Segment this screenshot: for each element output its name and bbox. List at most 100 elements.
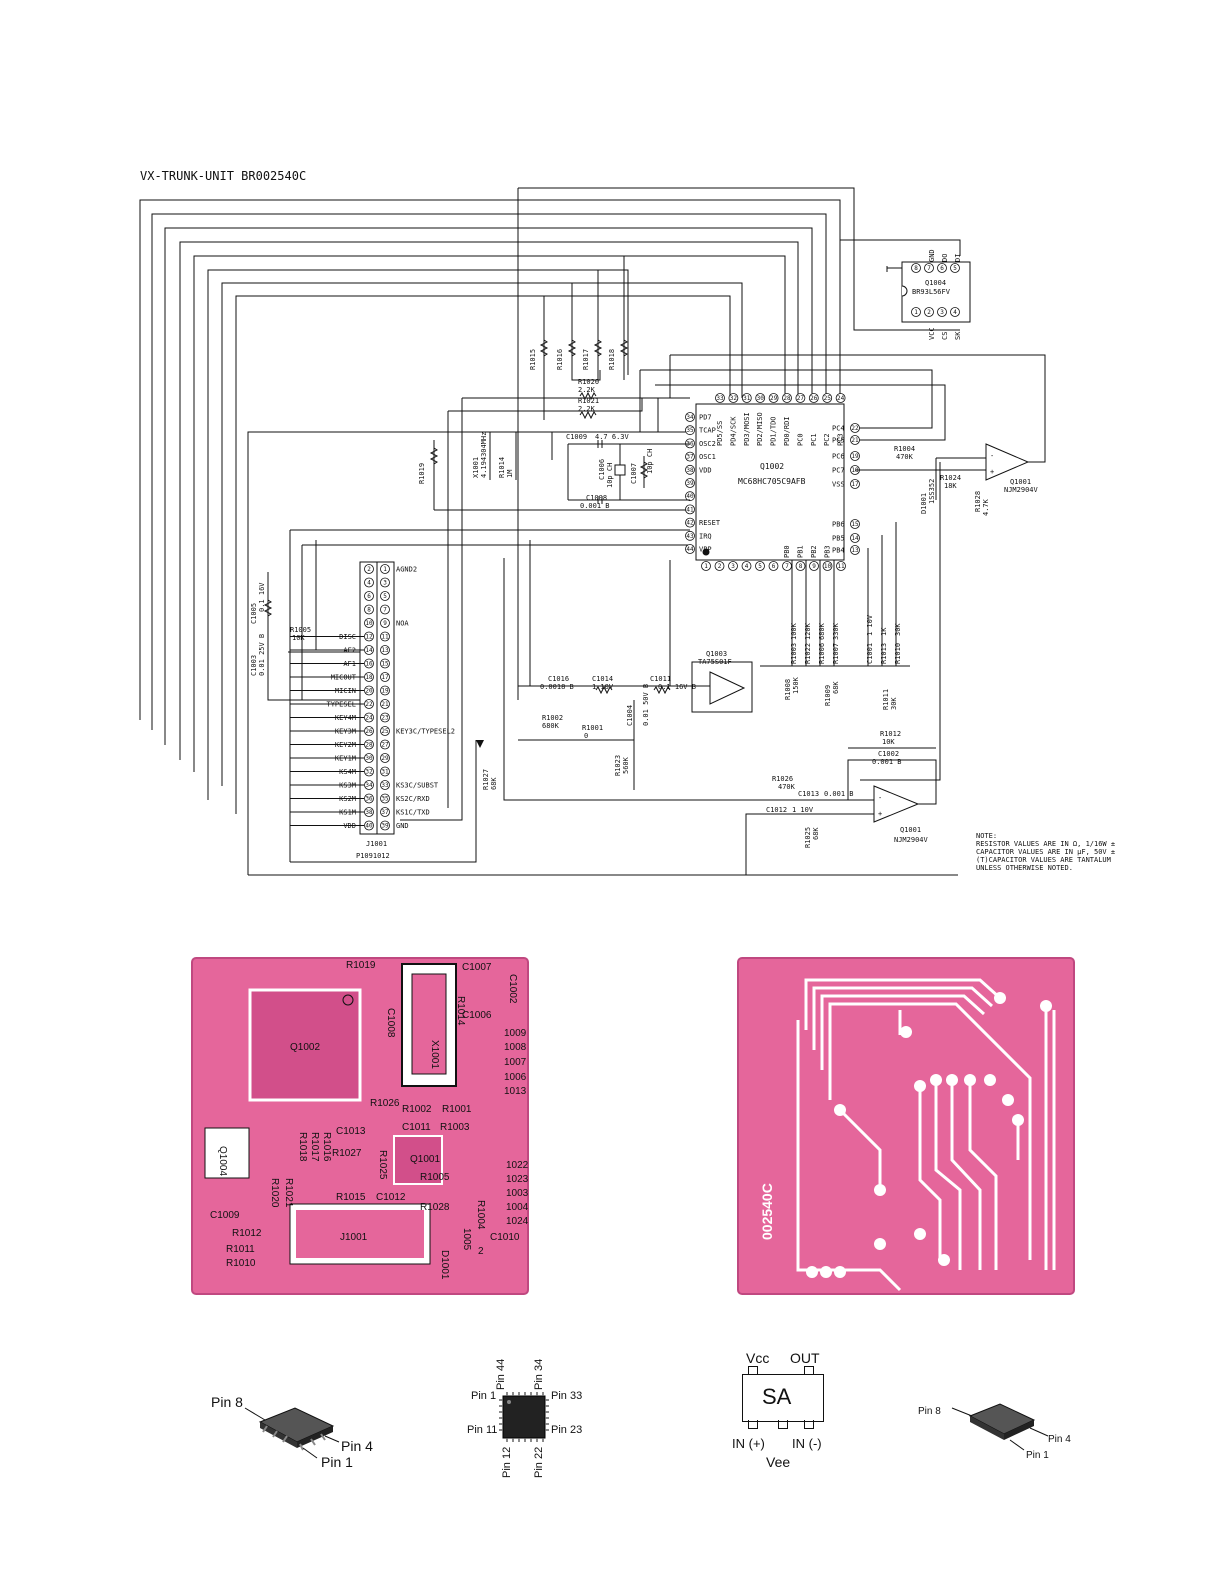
mcu-pin-name: PB4 [832,547,845,555]
conn-pin-circle [364,577,374,588]
mcu-pin-num: 30 [757,395,765,402]
mcu-pin-circle [795,561,806,571]
r1008-value: 680K [818,622,826,640]
mcu-pin-circle [850,519,860,529]
pcb-top-label: R1014 [455,996,466,1026]
conn-right-label: KS3C/SUBST [396,782,439,790]
mcu-pin-num: 28 [783,395,791,402]
soic8-left-drawing [244,1407,340,1459]
mcu-pin-num: 31 [743,395,751,402]
c1008-label: R1014 [498,457,506,478]
c1001-value: 150K [792,676,800,694]
c1016-label: C1003 [250,655,258,676]
conn-pin-num: 31 [381,769,389,776]
conn-pin-circle [380,820,390,831]
conn-pin-num: 40 [365,823,373,830]
eeprom-pin-num: 5 [953,265,957,272]
conn-pin-circle [380,618,390,628]
connector-ref: J1001 [366,840,387,848]
x1001-value: 10p CH [606,463,614,488]
c1003-value: 4.7K [982,498,990,516]
c1005-value: 470K [896,453,914,461]
mcu-pin-circle [822,393,833,403]
mcu-pin-name: PB3 [824,545,832,558]
conn-pin-num: 30 [365,755,373,762]
mcu-pin-name: OSC2 [699,440,716,448]
package-qfp44: Pin 44 Pin 34 Pin 1 Pin 33 Pin 11 Pin 23… [465,1350,585,1480]
pcb-top-label: 1023 [506,1174,529,1185]
pcb-top-label: 1006 [504,1072,527,1083]
mcu-pin-num: 10 [824,563,832,570]
mcu-pin-name: PD7 [699,414,712,422]
conn-pin-circle [364,780,374,790]
mcu-pin-name: PC0 [796,433,804,446]
c1011-label: C1016 [548,675,569,683]
pcb-top-label: 1003 [506,1188,529,1199]
pcb-top-label: R1003 [440,1122,470,1133]
mcu-pin-name: PC4 [832,425,845,433]
conn-pin-circle [364,820,374,831]
r1003-value: 0.01 50V B [642,684,650,726]
conn-pin-num: 33 [381,782,389,789]
c1003-label: R1028 [974,491,982,512]
mcu-pin-num: 15 [851,521,859,528]
conn-pin-circle [364,753,374,763]
mcu-pin-circle [741,393,752,403]
mcu-pin-circle [685,451,695,462]
r1021-label: R1021 [578,397,599,405]
qfp-pin34: Pin 34 [533,1358,545,1390]
r1007-label: R1022 [804,643,812,664]
c1009-label: X1001 [472,457,480,478]
conn-pin-circle [380,780,390,790]
c1014-value: 10K [292,634,305,642]
c1011-value: 0.0018 B [540,683,574,691]
note-line-1: RESISTOR VALUES ARE IN Ω, 1/16W ± [976,840,1115,848]
pcb-top-label: R1005 [420,1172,450,1183]
note-line-4: UNLESS OTHERWISE NOTED. [976,864,1073,872]
soic-right-pin4: Pin 4 [1048,1434,1071,1445]
opamp-q1003: Q1003 TA75S01F [669,560,753,713]
mcu-pin-num: 2 [718,563,722,570]
qfp-pin44: Pin 44 [495,1358,507,1390]
c1013-label: C1002 [878,750,899,758]
conn-pin-num: 10 [365,620,373,627]
conn-right-label: AGND2 [396,566,417,574]
mcu-pin-name: OSC1 [699,453,716,461]
pcb-top-label: R1012 [232,1228,262,1239]
r1011-value: 1K [880,627,888,636]
r1026-value: 10K [882,738,895,746]
c1004-value: 680K [542,722,560,730]
mcu-pin-name: PB6 [832,521,845,529]
mcu-part: MC68HC705C9AFB [738,477,806,486]
mcu-pin-circle [685,464,695,475]
mcu-pin-num: 25 [824,395,832,402]
conn-pin-circle [380,631,390,642]
schematic-note: NOTE: RESISTOR VALUES ARE IN Ω, 1/16W ± … [976,832,1115,872]
mcu-pin-name: PC2 [823,433,831,446]
mcu-pin-circle [850,451,860,461]
conn-pin-num: 14 [365,647,373,654]
c1012-value: 470K [778,783,796,791]
conn-pin-circle [380,699,390,709]
package-soic8-right: Pin 8 Pin 4 Pin 1 [918,1398,1078,1468]
qfp-pin1: Pin 1 [471,1390,497,1402]
conn-pin-circle [380,766,390,777]
sot-marking: SA [762,1384,792,1409]
opamp-b-ref: Q1001 [900,826,921,834]
package-soic8-left: Pin 8 Pin 4 Pin 1 [205,1384,385,1480]
mcu-pin-name: PB5 [832,535,845,543]
r1004-label: R1024 [940,474,961,482]
sot-in-minus: IN (-) [792,1436,822,1451]
feedback-network: R1012 10K C1002 0.001 B R1026 470K C1013… [476,730,936,848]
soic-right-pin1: Pin 1 [1026,1450,1049,1461]
mcu-pin-circle [685,517,695,528]
conn-right-label: KS1C/TXD [396,809,430,817]
pcb-top-label: R1015 [336,1192,366,1203]
conn-pin-circle [364,793,374,804]
eeprom-part: BR93L56FV [912,288,951,296]
right-components: R1004 470K R1024 18K R1028 4.7K D1001 1S… [855,445,990,516]
conn-pin-circle [364,672,374,682]
opamp-a-part: NJM2904V [1004,486,1039,494]
mcu-pin-num: 42 [686,520,694,527]
